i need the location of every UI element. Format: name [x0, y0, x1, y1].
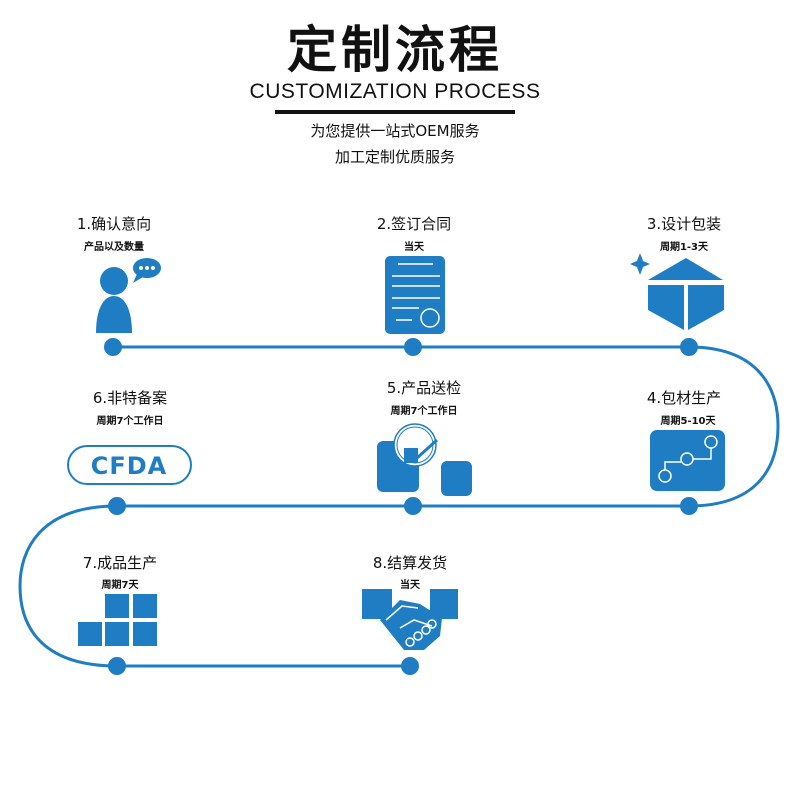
- handshake-icon: [362, 589, 458, 650]
- step-8-subtitle: 当天: [400, 580, 420, 591]
- package-box-icon: [630, 253, 724, 330]
- step-2-title: 2.签订合同: [376, 215, 452, 233]
- step-5-node: [404, 497, 422, 515]
- step-2-subtitle: 当天: [404, 242, 424, 253]
- process-path: [18, 345, 780, 668]
- cfda-text: CFDA: [91, 452, 168, 480]
- person-chat-icon: [96, 258, 161, 333]
- step-6-subtitle: 周期7个工作日: [96, 416, 164, 427]
- step-8-node: [401, 657, 419, 675]
- step-4-subtitle: 周期5-10天: [660, 416, 716, 427]
- step-6-node: [108, 497, 126, 515]
- step-3-title: 3.设计包装: [646, 215, 722, 233]
- step-7-node: [108, 657, 126, 675]
- stacked-blocks-icon: [78, 594, 157, 646]
- step-5-title: 5.产品送检: [386, 379, 462, 397]
- inspection-check-icon: [377, 423, 472, 496]
- step-4-title: 4.包材生产: [646, 389, 722, 407]
- step-1-subtitle: 产品以及数量: [84, 242, 144, 253]
- circuit-flow-icon: [650, 430, 725, 491]
- page-title: 定制流程: [287, 21, 503, 79]
- page-subtitle: CUSTOMIZATION PROCESS: [249, 80, 541, 103]
- step-1-node: [104, 338, 122, 356]
- step-6-title: 6.非特备案: [92, 389, 168, 407]
- cfda-logo-icon: CFDA: [67, 445, 192, 485]
- tagline-1: 为您提供一站式OEM服务: [310, 122, 480, 140]
- contract-document-icon: [385, 256, 445, 334]
- step-1-title: 1.确认意向: [76, 215, 152, 233]
- step-7-title: 7.成品生产: [82, 554, 158, 572]
- step-8-title: 8.结算发货: [372, 554, 448, 572]
- tagline-2: 加工定制优质服务: [334, 148, 455, 166]
- step-7-subtitle: 周期7天: [101, 580, 139, 591]
- step-4-node: [680, 497, 698, 515]
- step-5-subtitle: 周期7个工作日: [390, 406, 458, 417]
- step-2-node: [404, 338, 422, 356]
- step-3-subtitle: 周期1-3天: [659, 242, 709, 253]
- title-divider: [275, 110, 515, 114]
- step-3-node: [680, 338, 698, 356]
